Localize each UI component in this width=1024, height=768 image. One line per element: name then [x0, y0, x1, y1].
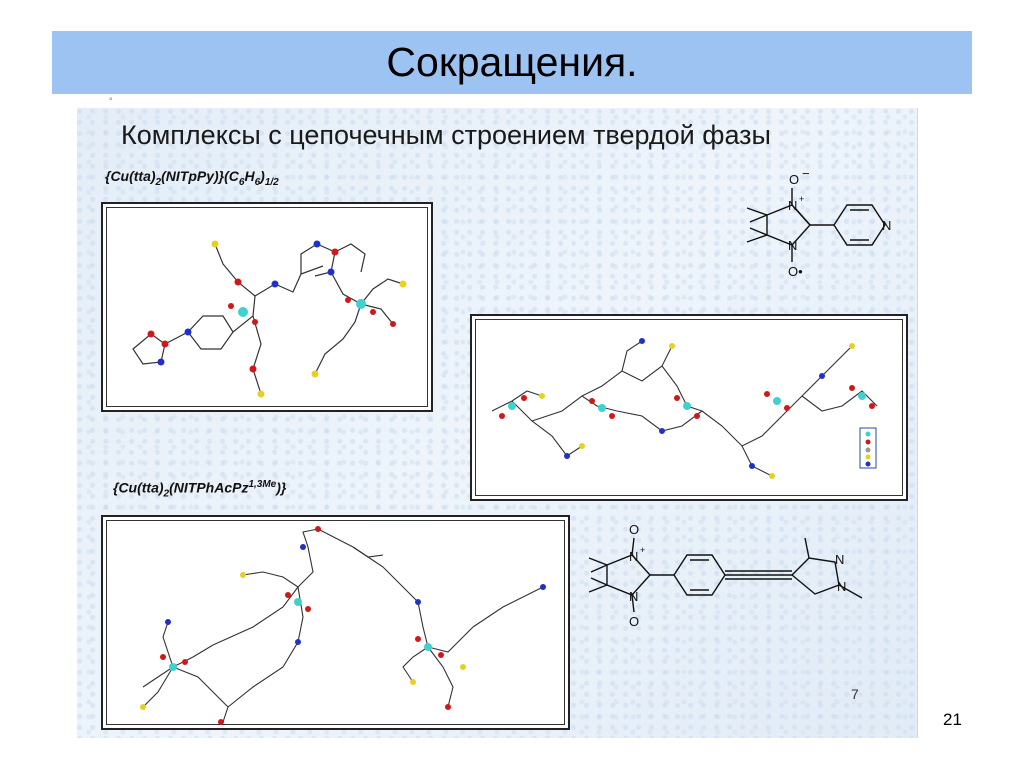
svg-text:O•: O•: [788, 264, 803, 279]
svg-text:O: O: [789, 172, 799, 187]
svg-text:O: O: [629, 522, 639, 537]
svg-text:+: +: [640, 545, 645, 555]
svg-text:+: +: [799, 194, 804, 204]
svg-text:O: O: [629, 614, 639, 629]
crystal-structure-image-3: [101, 515, 570, 730]
svg-text:N: N: [788, 198, 797, 213]
title-bar: Сокращения.: [52, 31, 972, 94]
inner-page-number: 7: [851, 686, 859, 702]
chemical-structure-nitphacpz: O N + N O N N: [577, 520, 897, 640]
svg-text:N: N: [788, 238, 797, 253]
corner-mark: °: [109, 96, 113, 106]
formula-2: {Cu(tta)2(NITPhAcPz1,3Me)}: [113, 479, 287, 500]
slide-title: Сокращения.: [386, 39, 638, 85]
slide-content: Комплексы с цепочечным строением твердой…: [77, 108, 918, 738]
atom-legend-box: [859, 427, 877, 469]
chemical-structure-nitpy: O − N + N O• N: [722, 166, 902, 300]
svg-text:N: N: [835, 552, 844, 567]
svg-text:N: N: [629, 589, 638, 604]
slide-heading: Комплексы с цепочечным строением твердой…: [121, 120, 771, 150]
svg-text:N: N: [629, 549, 638, 564]
page-number: 21: [943, 710, 962, 729]
formula-1: {Cu(tta)2(NITpPy)}(C6H6)1/2: [105, 168, 279, 188]
svg-text:−: −: [802, 170, 810, 181]
svg-text:N: N: [882, 218, 891, 233]
crystal-structure-image-1: [101, 202, 433, 412]
svg-text:N: N: [837, 579, 846, 594]
crystal-structure-image-2: [470, 314, 908, 501]
